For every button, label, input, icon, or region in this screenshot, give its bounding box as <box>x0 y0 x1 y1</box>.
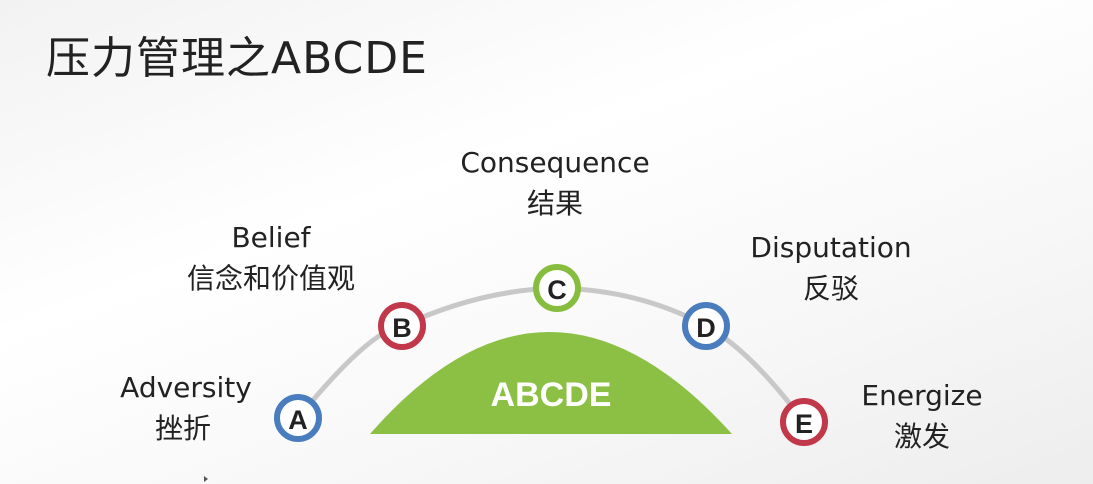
label-consequence-zh: 结果 <box>526 187 583 220</box>
node-c-letter: C <box>547 275 567 305</box>
slide-title: 压力管理之ABCDE <box>46 33 428 84</box>
node-c: C <box>533 264 581 312</box>
abcde-dome <box>370 332 732 434</box>
label-consequence-en: Consequence <box>460 146 650 179</box>
node-b-letter: B <box>392 313 412 343</box>
node-e-letter: E <box>795 409 813 439</box>
node-e: E <box>780 398 828 446</box>
node-a-letter: A <box>288 405 308 435</box>
label-adversity: Adversity 挫折 <box>116 370 256 448</box>
label-belief-en: Belief <box>231 221 311 254</box>
label-energize-zh: 激发 <box>893 420 950 453</box>
label-adversity-en: Adversity <box>120 371 252 404</box>
label-consequence: Consequence 结果 <box>450 145 660 223</box>
label-belief-zh: 信念和价值观 <box>186 262 355 295</box>
label-disputation-zh: 反驳 <box>802 272 859 305</box>
label-energize-en: Energize <box>861 379 983 412</box>
label-adversity-zh: 挫折 <box>154 412 211 445</box>
cursor-icon <box>204 476 208 482</box>
dome-label: ABCDE <box>491 376 612 414</box>
label-energize: Energize 激发 <box>852 378 992 456</box>
node-a: A <box>274 394 322 442</box>
label-belief: Belief 信念和价值观 <box>166 220 376 298</box>
label-disputation: Disputation 反驳 <box>740 230 922 308</box>
node-d-letter: D <box>696 313 716 343</box>
label-disputation-en: Disputation <box>750 231 912 264</box>
node-d: D <box>682 302 730 350</box>
node-b: B <box>378 302 426 350</box>
